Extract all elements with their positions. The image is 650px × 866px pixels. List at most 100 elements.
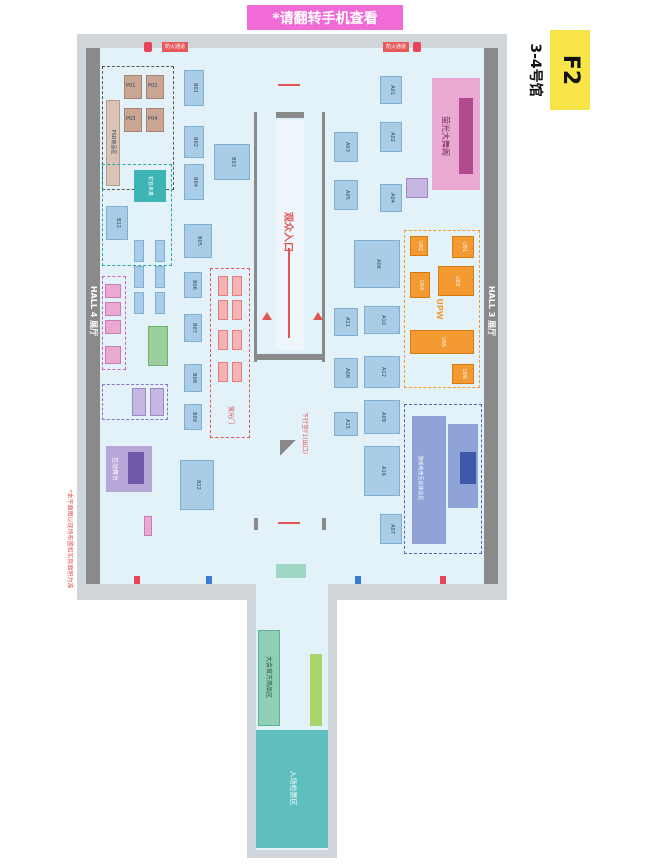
psd-booth-4 xyxy=(146,108,164,132)
pillar-right xyxy=(322,518,326,530)
booth-a10: A10 xyxy=(364,306,400,334)
h-booth-6 xyxy=(134,292,144,314)
upw-booth-u05: U05 xyxy=(410,330,474,354)
booth-b22: B22 xyxy=(180,460,214,510)
booth-a04: A04 xyxy=(380,184,402,212)
booth-a06: A06 xyxy=(354,240,400,288)
upw-logo: UPW xyxy=(435,298,444,320)
booth-a16: A16 xyxy=(364,446,400,496)
booth-a02: A02 xyxy=(380,122,402,152)
pink-stall-1 xyxy=(218,276,228,296)
pink-stall-8 xyxy=(232,362,242,382)
arrow-horizontal-bottom xyxy=(278,522,300,524)
arrow-up-icon-2 xyxy=(313,312,323,320)
psd-booth-2-label: P02 xyxy=(148,83,158,89)
purple-info-booth xyxy=(406,178,428,198)
entrance-label: 观众入口 xyxy=(282,212,293,252)
exit-down-label: 下行至F1(出口) xyxy=(301,412,308,454)
info-desk xyxy=(276,564,306,578)
upw-booth-u02: U02 xyxy=(410,236,428,256)
wall-right xyxy=(484,48,498,584)
hatsune-area xyxy=(102,164,172,266)
pink-stall-area xyxy=(210,268,250,438)
upw-booth-u03: U03 xyxy=(438,266,474,296)
pink-stall-6 xyxy=(232,330,242,350)
floor-label-box xyxy=(550,30,590,110)
pink-stall-4 xyxy=(232,300,242,320)
floor-label: F2 xyxy=(558,54,583,86)
h-booth-5 xyxy=(155,292,165,314)
arrow-up-icon xyxy=(262,312,272,320)
green-booth xyxy=(148,326,168,366)
center-line-right xyxy=(322,112,325,362)
upw-booth-u06: U06 xyxy=(452,364,474,384)
booth-b02: B02 xyxy=(184,126,204,158)
booth-b12: B12 xyxy=(106,206,128,240)
hatsune-booth xyxy=(134,170,166,202)
upw-booth-u04: U04 xyxy=(410,272,430,298)
entrance-arrow-line xyxy=(288,248,290,338)
official-shop xyxy=(258,630,280,726)
psd-booth-4-label: P04 xyxy=(148,116,158,122)
fluor-hall-label: 萤光大舞阁 xyxy=(441,116,450,156)
lucky-bag xyxy=(310,654,322,726)
booth-b05: B05 xyxy=(184,224,212,258)
official-shop-label: 大会官方商品区 xyxy=(265,655,272,698)
fluor-hall-inner xyxy=(459,98,473,174)
psd-booth-3 xyxy=(124,108,142,132)
s-booth-3 xyxy=(105,320,121,334)
ticket-area-label: 入场检票区 xyxy=(289,770,297,806)
game-area-main xyxy=(412,416,446,544)
ticket-area xyxy=(256,730,328,848)
center-bar-top xyxy=(276,112,304,118)
booth-b07: B07 xyxy=(184,314,202,342)
fire-exit-right: 防火通道 xyxy=(383,42,409,52)
pink-stall-2 xyxy=(232,276,242,296)
booth-b03: B03 xyxy=(214,144,250,180)
pink-stall-5 xyxy=(218,330,228,350)
h-booth-3 xyxy=(155,266,165,288)
booth-a15: A15 xyxy=(334,412,358,436)
stage-main-label: 互动舞台 xyxy=(111,456,118,481)
pink-small-booth xyxy=(144,516,152,536)
booth-a09: A09 xyxy=(364,400,400,434)
booth-a08: A08 xyxy=(334,358,358,388)
booth-b01: B01 xyxy=(184,70,204,106)
pink-stall-3 xyxy=(218,300,228,320)
purple-booth-2 xyxy=(132,388,146,416)
arrow-horizontal-top xyxy=(278,84,300,86)
pillar-left xyxy=(254,518,258,530)
booth-a12: A12 xyxy=(364,356,400,388)
center-lane-inner xyxy=(276,120,304,350)
footnote: *本平面图以现场布置和实际面积为准 xyxy=(66,489,73,589)
s-booth-4 xyxy=(105,346,121,364)
booth-b06: B06 xyxy=(184,272,202,298)
restroom-icon-right xyxy=(413,42,421,52)
hall-title: 3-4号馆 xyxy=(527,43,543,97)
door-icon-4 xyxy=(440,576,446,584)
center-line-left xyxy=(254,112,257,362)
pink-booth-area xyxy=(102,276,126,370)
game-area xyxy=(404,404,482,554)
psd-booth-1 xyxy=(124,75,142,99)
booth-a05: A05 xyxy=(334,180,358,210)
door-icon-1 xyxy=(134,576,140,584)
game-area-label: 游戏电竞互动体验区 xyxy=(417,455,423,501)
hatsune-label: 初音未来 xyxy=(147,175,153,196)
upw-area xyxy=(404,230,480,388)
fire-exit-left: 防火通道 xyxy=(162,42,188,52)
psd-strip-label: PSD商品区 xyxy=(110,129,116,155)
booth-a11: A11 xyxy=(334,308,358,336)
hall4-label: HALL 4 展厅 xyxy=(89,285,98,337)
booth-b04: B04 xyxy=(184,164,204,200)
restroom-icon-left xyxy=(144,42,152,52)
s-booth-2 xyxy=(105,302,121,316)
pink-stall-7 xyxy=(218,362,228,382)
center-bar-mid xyxy=(254,354,325,360)
rotate-banner: *请翻转手机查看 xyxy=(247,5,403,30)
booth-a03: A03 xyxy=(334,132,358,162)
hall3-label: HALL 3 展厅 xyxy=(487,285,496,337)
booth-a07: A07 xyxy=(380,514,402,544)
stage-main-inner xyxy=(128,452,144,484)
purple-booth-1 xyxy=(150,388,164,416)
